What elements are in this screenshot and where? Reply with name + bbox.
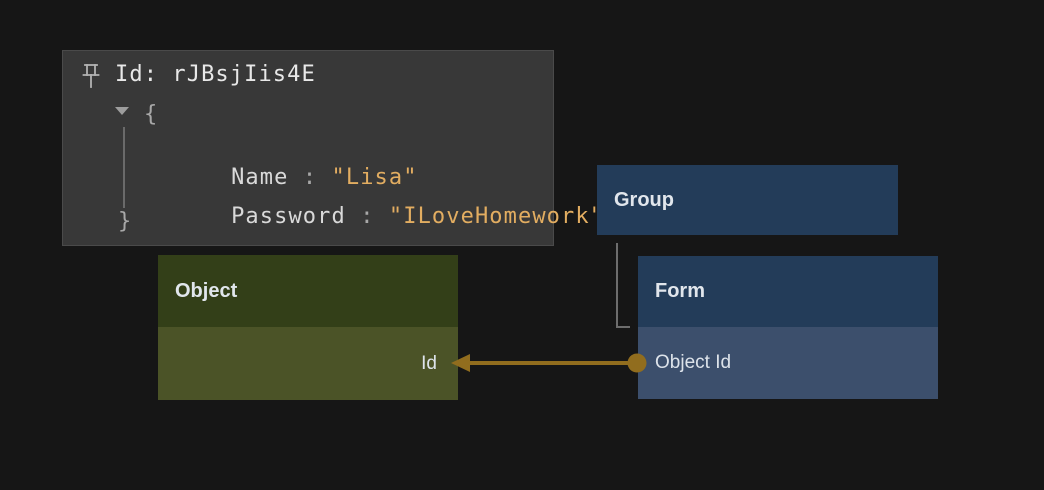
field-separator: : — [288, 165, 332, 190]
field-value: "Lisa" — [331, 165, 418, 190]
form-field-object-id[interactable]: Object Id — [638, 327, 938, 399]
node-object-title: Object — [175, 279, 238, 302]
field-separator: : — [345, 204, 389, 229]
node-group-title: Group — [614, 188, 674, 211]
reference-edge[interactable] — [438, 341, 658, 387]
group-form-connector-horizontal — [616, 326, 630, 328]
node-group[interactable]: Group — [597, 165, 898, 235]
field-value: "ILoveHomework" — [388, 204, 605, 229]
field-label: Object Id — [655, 352, 732, 373]
node-form-title: Form — [655, 280, 705, 302]
tooltip-id-label: Id: rJBsjIis4E — [115, 62, 316, 87]
field-key: Password — [231, 204, 346, 229]
node-object[interactable]: Object Id — [158, 255, 458, 400]
tooltip-field-row-name: Name : "Lisa" — [145, 133, 418, 190]
node-form[interactable]: Form Object Id — [638, 256, 938, 399]
field-label: Id — [421, 352, 437, 374]
tree-guide-line — [123, 127, 125, 208]
edge-source-dot[interactable] — [627, 353, 647, 373]
pin-icon[interactable] — [80, 62, 102, 90]
tooltip-field-row-password: Password : "ILoveHomework" — [145, 172, 604, 229]
field-key: Name — [231, 165, 289, 190]
close-brace-label: } — [118, 209, 133, 234]
edge-arrowhead-icon — [451, 354, 470, 372]
group-form-connector-vertical — [616, 243, 618, 328]
collapse-triangle-icon[interactable] — [115, 107, 129, 115]
node-form-header[interactable]: Form — [638, 256, 938, 327]
pinned-tooltip-panel: Id: rJBsjIis4E { Name : "Lisa" Password … — [62, 50, 603, 246]
object-field-id[interactable]: Id — [158, 327, 458, 400]
node-object-header[interactable]: Object — [158, 255, 458, 327]
open-brace-label: { — [144, 102, 159, 127]
node-group-header[interactable]: Group — [597, 165, 898, 235]
